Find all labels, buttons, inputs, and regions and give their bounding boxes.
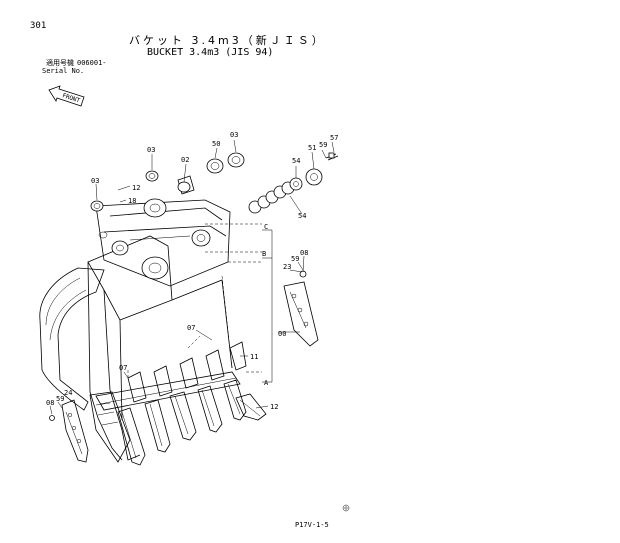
callout-11: 11 (250, 353, 258, 361)
callout-C: C (264, 223, 268, 231)
bucket-body (39, 198, 241, 463)
bucket-teeth (117, 341, 267, 466)
serial-label-english: Serial No. (42, 67, 85, 75)
callout-59-left: 59 (56, 395, 64, 403)
front-arrow-icon: FRONT (48, 85, 85, 107)
callout-23: 23 (283, 263, 291, 271)
reference-bracket (262, 229, 273, 383)
circled-mark-icon (342, 504, 350, 512)
callout-59-right: 59 (291, 255, 299, 263)
callout-54-top: 54 (292, 157, 300, 165)
callout-03-right: 03 (230, 131, 238, 139)
callout-03-left: 03 (91, 177, 99, 185)
leader-lines (49, 139, 335, 415)
callout-A: A (264, 379, 269, 387)
callout-12: 12 (132, 184, 140, 192)
callout-B: B (262, 250, 266, 258)
pins-and-bushings (90, 152, 339, 214)
callout-51: 51 (308, 144, 316, 152)
callout-02: 02 (181, 156, 189, 164)
page-number: 301 (30, 21, 47, 31)
callout-18: 18 (128, 197, 136, 205)
callout-50: 50 (212, 140, 220, 148)
side-plate-right (283, 270, 319, 347)
callout-12-lower: 12 (270, 403, 278, 411)
callout-08-left: 08 (46, 399, 54, 407)
callout-54-bottom: 54 (298, 212, 306, 220)
page-code: P17V-1-5 (295, 521, 329, 529)
callout-07: 07 (187, 324, 195, 332)
title-english: BUCKET 3.4m3 (JIS 94) (147, 47, 274, 58)
callout-07-lower: 07 (119, 364, 127, 372)
callout-03-mid: 03 (147, 146, 155, 154)
callout-labels: 03 03 02 50 03 12 18 54 51 59 57 54 C B … (46, 131, 338, 411)
serial-number-value: 006001- (77, 59, 107, 67)
side-plate-left (49, 399, 89, 463)
callout-59-top: 59 (319, 141, 327, 149)
callout-57: 57 (330, 134, 338, 142)
dashed-reference-lines (127, 223, 262, 378)
serial-label-japanese: 適用号機 (46, 59, 74, 67)
callout-00: 00 (278, 330, 286, 338)
callout-08-right: 08 (300, 249, 308, 257)
callout-24: 24 (64, 389, 72, 397)
title-japanese: バケット 3.4m3（新ＪＩＳ） (129, 34, 326, 47)
